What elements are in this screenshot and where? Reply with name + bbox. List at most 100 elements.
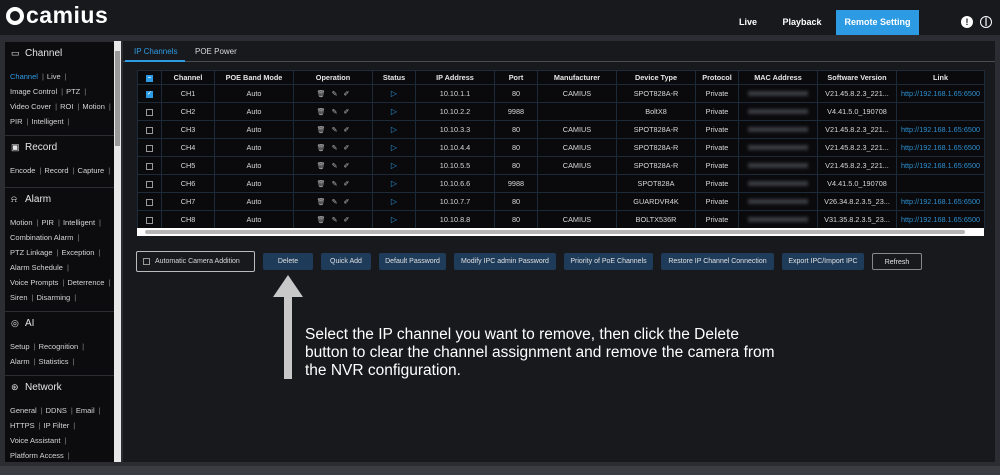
- link-cell[interactable]: http://192.168.1.65:6500: [896, 138, 985, 157]
- sidebar-header-alarm[interactable]: ⍾Alarm: [11, 194, 51, 205]
- link-cell[interactable]: [896, 174, 985, 193]
- sidebar-link-motion[interactable]: Motion: [82, 102, 105, 111]
- table-horizontal-scrollbar[interactable]: [137, 228, 984, 236]
- sidebar-link-video-cover[interactable]: Video Cover: [10, 102, 52, 111]
- sidebar-scrollbar[interactable]: [114, 41, 121, 462]
- sidebar-link-image-control[interactable]: Image Control: [10, 87, 58, 96]
- edit-icon[interactable]: ✎: [331, 91, 338, 98]
- sidebar-link-record[interactable]: Record: [44, 166, 69, 175]
- row-checkbox[interactable]: ✓: [137, 84, 162, 103]
- play-icon[interactable]: ▷: [390, 197, 398, 206]
- sidebar-link-alarm-schedule[interactable]: Alarm Schedule: [10, 263, 63, 272]
- play-icon[interactable]: ▷: [390, 89, 398, 98]
- pencil-icon[interactable]: ✐: [343, 145, 350, 152]
- pencil-icon[interactable]: ✐: [343, 91, 350, 98]
- sidebar-link-setup[interactable]: Setup: [10, 342, 30, 351]
- restore-ip-channel-connection-button[interactable]: Restore IP Channel Connection: [661, 253, 774, 270]
- edit-icon[interactable]: ✎: [331, 181, 338, 188]
- sidebar-link-platform-access[interactable]: Platform Access: [10, 451, 64, 460]
- automatic-camera-addition-checkbox[interactable]: Automatic Camera Addition: [136, 251, 255, 272]
- link-cell[interactable]: [896, 102, 985, 121]
- edit-icon[interactable]: ✎: [331, 199, 338, 206]
- delete-icon[interactable]: 🗑: [316, 145, 326, 152]
- play-icon[interactable]: ▷: [390, 107, 398, 116]
- sidebar-link-voice-assistant[interactable]: Voice Assistant: [10, 436, 61, 445]
- sidebar-link-ddns[interactable]: DDNS: [45, 406, 67, 415]
- delete-button[interactable]: Delete: [263, 253, 313, 270]
- row-checkbox[interactable]: [137, 210, 162, 229]
- sidebar-link-https[interactable]: HTTPS: [10, 421, 35, 430]
- link-cell[interactable]: http://192.168.1.65:6500: [896, 120, 985, 139]
- sidebar-header-ai[interactable]: ◎AI: [11, 318, 34, 329]
- link-cell[interactable]: http://192.168.1.65:6500: [896, 192, 985, 211]
- pencil-icon[interactable]: ✐: [343, 109, 350, 116]
- sidebar-link-siren[interactable]: Siren: [10, 293, 28, 302]
- link-cell[interactable]: http://192.168.1.65:6500: [896, 156, 985, 175]
- delete-icon[interactable]: 🗑: [316, 163, 326, 170]
- tab-poe-power[interactable]: POE Power: [195, 47, 237, 56]
- edit-icon[interactable]: ✎: [331, 109, 338, 116]
- sidebar-link-alarm[interactable]: Alarm: [10, 357, 30, 366]
- sidebar-header-channel[interactable]: ▭Channel: [11, 48, 62, 59]
- delete-icon[interactable]: 🗑: [316, 199, 326, 206]
- row-checkbox[interactable]: [137, 192, 162, 211]
- edit-icon[interactable]: ✎: [331, 127, 338, 134]
- sidebar-link-ip-filter[interactable]: IP Filter: [43, 421, 70, 430]
- play-icon[interactable]: ▷: [390, 179, 398, 188]
- sidebar-link-channel[interactable]: Channel: [10, 72, 38, 81]
- priority-of-poe-channels-button[interactable]: Priority of PoE Channels: [564, 253, 653, 270]
- sidebar-header-network[interactable]: ⊛Network: [11, 382, 62, 393]
- export-ipc-import-ipc-button[interactable]: Export IPC/Import IPC: [782, 253, 864, 270]
- edit-icon[interactable]: ✎: [331, 217, 338, 224]
- sidebar-link-voice-prompts[interactable]: Voice Prompts: [10, 278, 59, 287]
- row-checkbox[interactable]: [137, 156, 162, 175]
- row-checkbox[interactable]: [137, 138, 162, 157]
- delete-icon[interactable]: 🗑: [316, 109, 326, 116]
- sidebar-link-intelligent[interactable]: Intelligent: [31, 117, 64, 126]
- play-icon[interactable]: ▷: [390, 215, 398, 224]
- sidebar-link-statistics[interactable]: Statistics: [38, 357, 69, 366]
- sidebar-link-ptz[interactable]: PTZ: [66, 87, 81, 96]
- sidebar-link-disarming[interactable]: Disarming: [36, 293, 71, 302]
- row-checkbox[interactable]: [137, 120, 162, 139]
- alert-icon[interactable]: !: [961, 16, 973, 28]
- tab-ip-channels[interactable]: IP Channels: [134, 47, 178, 56]
- sidebar-header-record[interactable]: ▣Record: [11, 142, 57, 153]
- sidebar-link-exception[interactable]: Exception: [61, 248, 95, 257]
- row-checkbox[interactable]: [137, 174, 162, 193]
- edit-icon[interactable]: ✎: [331, 163, 338, 170]
- pencil-icon[interactable]: ✐: [343, 163, 350, 170]
- sidebar-link-pir[interactable]: PIR: [10, 117, 23, 126]
- sidebar-link-ptz-linkage[interactable]: PTZ Linkage: [10, 248, 53, 257]
- link-cell[interactable]: http://192.168.1.65:6500: [896, 84, 985, 103]
- sidebar-link-capture[interactable]: Capture: [77, 166, 105, 175]
- sidebar-link-live[interactable]: Live: [46, 72, 61, 81]
- delete-icon[interactable]: 🗑: [316, 127, 326, 134]
- refresh-button[interactable]: Refresh: [872, 253, 922, 270]
- quick-add-button[interactable]: Quick Add: [321, 253, 371, 270]
- link-cell[interactable]: http://192.168.1.65:6500: [896, 210, 985, 229]
- sidebar-link-encode[interactable]: Encode: [10, 166, 36, 175]
- sidebar-link-deterrence[interactable]: Deterrence: [67, 278, 105, 287]
- delete-icon[interactable]: 🗑: [316, 181, 326, 188]
- sidebar-link-general[interactable]: General: [10, 406, 37, 415]
- edit-icon[interactable]: ✎: [331, 145, 338, 152]
- delete-icon[interactable]: 🗑: [316, 217, 326, 224]
- row-checkbox[interactable]: [137, 102, 162, 121]
- pencil-icon[interactable]: ✐: [343, 181, 350, 188]
- nav-playback[interactable]: Playback: [782, 17, 822, 27]
- sidebar-link-motion[interactable]: Motion: [10, 218, 33, 227]
- sidebar-link-combination-alarm[interactable]: Combination Alarm: [10, 233, 74, 242]
- sidebar-link-intelligent[interactable]: Intelligent: [62, 218, 96, 227]
- pencil-icon[interactable]: ✐: [343, 199, 350, 206]
- power-icon[interactable]: |: [980, 16, 992, 28]
- default-password-button[interactable]: Default Password: [379, 253, 446, 270]
